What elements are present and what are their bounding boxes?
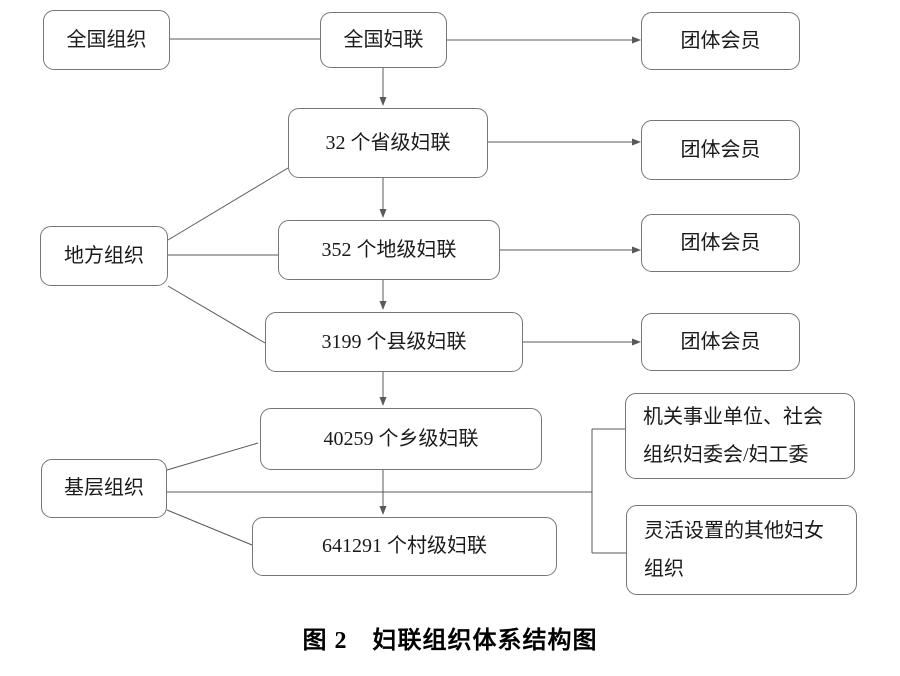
node-org-committee: 机关事业单位、社会组织妇委会/妇工委 xyxy=(625,393,855,479)
node-village-federations: 641291 个村级妇联 xyxy=(252,517,557,576)
arrow-provincial-to-member2 xyxy=(488,138,641,146)
arrow-national-to-provincial xyxy=(379,68,387,106)
arrow-provincial-to-prefecture xyxy=(379,178,387,218)
arrow-county-to-township xyxy=(379,372,387,406)
arrow-county-to-member4 xyxy=(523,338,641,346)
node-national-organization: 全国组织 xyxy=(43,10,170,70)
arrow-prefecture-to-county xyxy=(379,280,387,310)
node-prefecture-federations: 352 个地级妇联 xyxy=(278,220,500,280)
node-provincial-federations: 32 个省级妇联 xyxy=(288,108,488,178)
arrow-national-to-member1 xyxy=(447,36,641,44)
node-national-federation: 全国妇联 xyxy=(320,12,447,68)
connector-local-to-county xyxy=(167,285,266,344)
arrow-prefecture-to-member3 xyxy=(500,246,641,254)
connector-grassroots-to-village xyxy=(166,509,253,546)
node-grassroots-organization: 基层组织 xyxy=(41,459,167,518)
node-flexible-org: 灵活设置的其他妇女组织 xyxy=(626,505,857,595)
node-group-member-3: 团体会员 xyxy=(641,214,800,272)
node-group-member-4: 团体会员 xyxy=(641,313,800,371)
node-county-federations: 3199 个县级妇联 xyxy=(265,312,523,372)
connector-local-to-provincial xyxy=(167,167,289,241)
node-local-organization: 地方组织 xyxy=(40,226,168,286)
figure-caption: 图 2 妇联组织体系结构图 xyxy=(302,628,598,654)
node-group-member-2: 团体会员 xyxy=(641,120,800,180)
node-township-federations: 40259 个乡级妇联 xyxy=(260,408,542,470)
connector-grassroots-to-township xyxy=(166,442,259,471)
node-group-member-1: 团体会员 xyxy=(641,12,800,70)
arrow-township-to-village xyxy=(379,470,387,515)
